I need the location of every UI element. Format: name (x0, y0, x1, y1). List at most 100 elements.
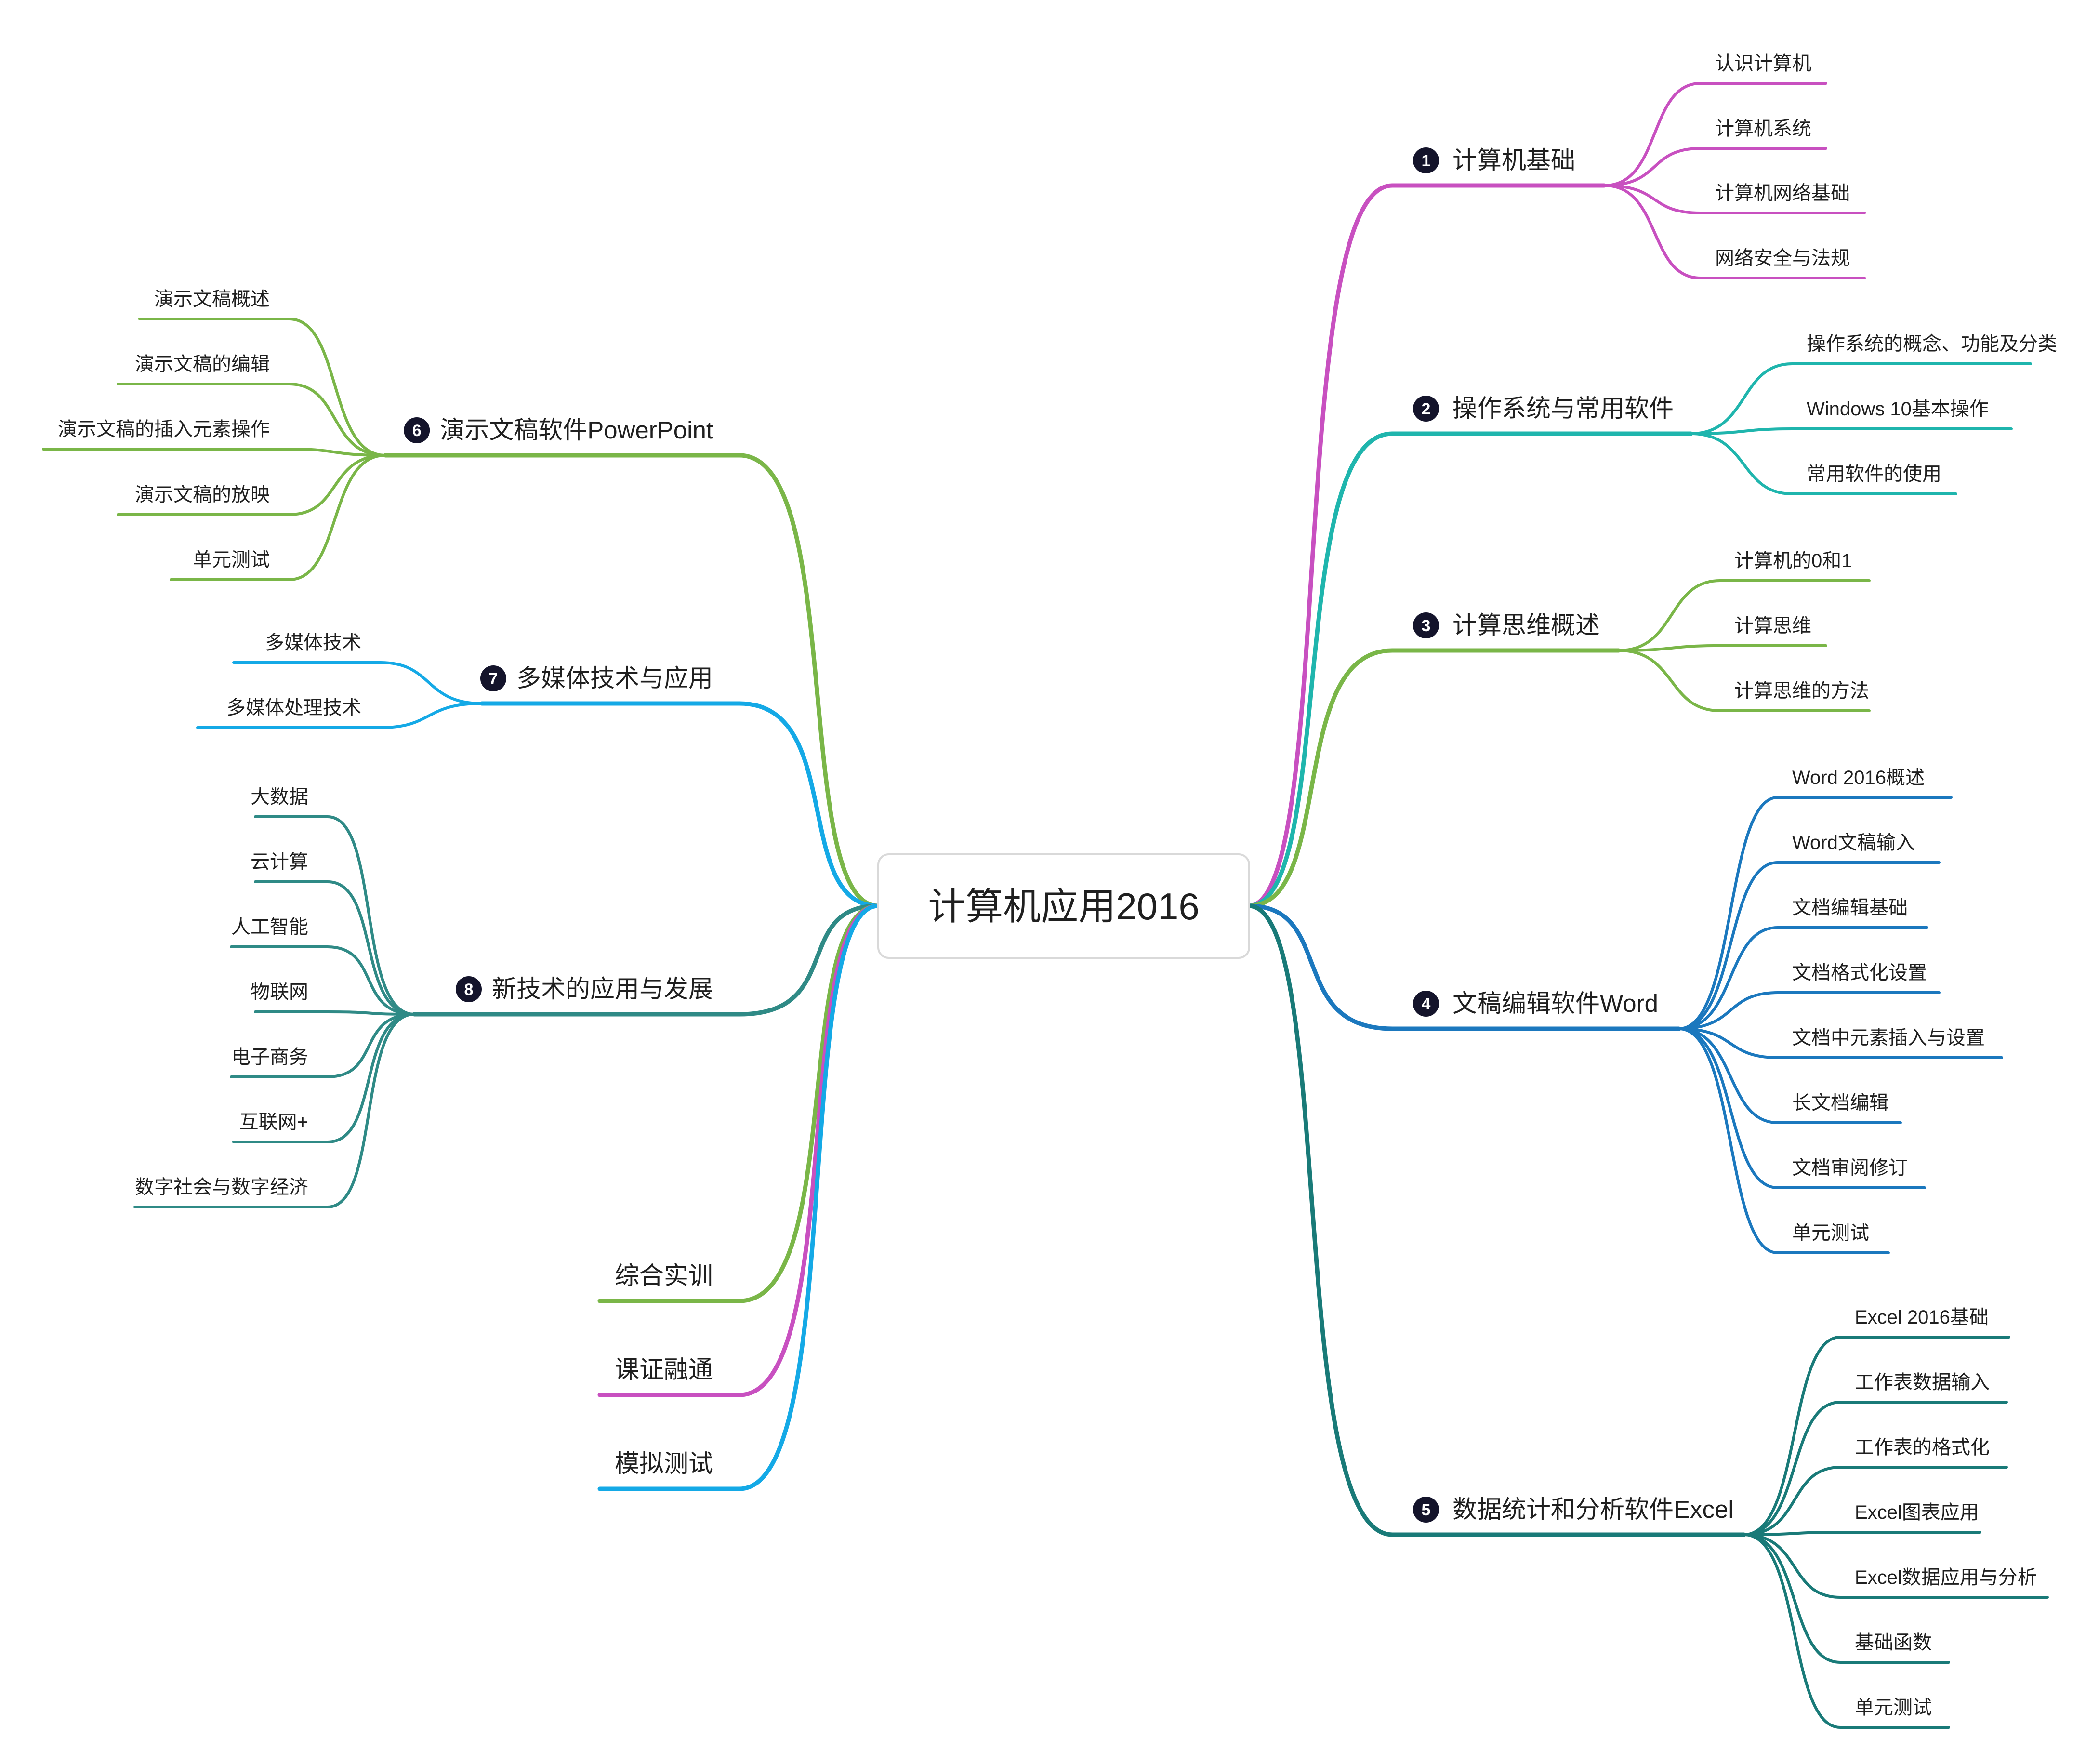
sub-topic-label[interactable]: 计算机系统 (1715, 118, 1811, 139)
sub-topic-label[interactable]: 电子商务 (231, 1047, 308, 1068)
sub-branch-connector (1743, 1533, 2049, 1599)
number-badge-label: 1 (1422, 152, 1431, 170)
sub-topic-label[interactable]: Excel 2016基础 (1855, 1307, 1989, 1328)
sub-topic-label[interactable]: 长文档编辑 (1792, 1092, 1888, 1114)
sub-topic-label[interactable]: 云计算 (251, 851, 308, 873)
sub-topic-label[interactable]: Windows 10基本操作 (1807, 398, 1989, 420)
main-topic-1[interactable]: 1 计算机基础 (1413, 146, 1575, 174)
sub-branch-connector (1677, 991, 1941, 1030)
sub-topic-label[interactable]: 多媒体技术 (265, 632, 361, 653)
sub-branch-connector (1677, 926, 1928, 1030)
main-branch-connector (1246, 903, 1395, 1537)
sub-topic-label[interactable]: 认识计算机 (1715, 53, 1811, 74)
sub-topic-label[interactable]: 计算机的0和1 (1734, 550, 1852, 571)
sub-topic-label[interactable]: 演示文稿概述 (154, 289, 270, 310)
root-node-label: 计算机应用2016 (928, 885, 1200, 928)
number-badge (1413, 1497, 1439, 1523)
sub-topic-label[interactable]: 工作表的格式化 (1855, 1437, 1990, 1458)
main-topic-9[interactable]: 综合实训 (615, 1262, 713, 1289)
branch-connectors (42, 82, 2049, 1729)
sub-topic-label[interactable]: 计算机网络基础 (1715, 183, 1850, 204)
root-node-box (877, 853, 1250, 959)
main-branch-connector (737, 903, 881, 1491)
sub-topic-label[interactable]: 互联网+ (239, 1112, 308, 1133)
sub-topic-label[interactable]: 文档审阅修订 (1792, 1157, 1908, 1179)
sub-topic-label[interactable]: 计算思维的方法 (1734, 680, 1869, 702)
sub-branch-connector (230, 1013, 416, 1078)
sub-branch-connector (1617, 644, 1827, 652)
sub-branch-connector (254, 815, 416, 1016)
main-branch-connector (737, 701, 881, 908)
sub-branch-connector (232, 661, 483, 705)
sub-topic-label[interactable]: 单元测试 (1855, 1697, 1932, 1718)
sub-branch-connector (1677, 1027, 1926, 1189)
main-topic-5[interactable]: 5 数据统计和分析软件Excel (1413, 1496, 1734, 1523)
sub-branch-connector (1677, 796, 1953, 1030)
main-branch-connector (737, 903, 881, 1017)
sub-topic-label[interactable]: Excel图表应用 (1855, 1502, 1979, 1523)
number-badge-label: 3 (1422, 617, 1431, 635)
main-branch-connector (1246, 648, 1395, 908)
sub-topic-label[interactable]: Word文稿输入 (1792, 832, 1915, 853)
main-branch-connector (1246, 183, 1395, 908)
number-badge (455, 976, 482, 1002)
sub-branch-connector (254, 880, 416, 1016)
sub-topic-label[interactable]: 大数据 (251, 786, 308, 808)
sub-topic-label[interactable]: 文档中元素插入与设置 (1792, 1027, 1985, 1048)
sub-topic-label[interactable]: 单元测试 (193, 549, 270, 570)
main-topic-label: 文稿编辑软件Word (1452, 990, 1658, 1017)
sub-branch-connector (138, 318, 387, 457)
sub-topic-label[interactable]: 工作表数据输入 (1855, 1372, 1990, 1393)
sub-topic-label[interactable]: 数字社会与数字经济 (135, 1177, 308, 1198)
sub-topic-label[interactable]: 文档格式化设置 (1792, 962, 1927, 983)
sub-branch-connector (1743, 1336, 2010, 1536)
sub-branch-connector (1677, 1027, 2003, 1059)
main-topic-11[interactable]: 模拟测试 (615, 1450, 713, 1477)
sub-topic-label[interactable]: 网络安全与法规 (1715, 248, 1850, 269)
sub-branch-connector (1603, 184, 1866, 214)
number-badge-label: 2 (1422, 400, 1431, 418)
sub-branch-connector (254, 1010, 416, 1016)
sub-branch-connector (1617, 649, 1871, 712)
sub-topic-label[interactable]: 演示文稿的放映 (135, 484, 270, 505)
sub-topic-label[interactable]: 基础函数 (1855, 1632, 1932, 1653)
number-badge-label: 8 (464, 981, 474, 999)
sub-topic-label[interactable]: Word 2016概述 (1792, 767, 1925, 788)
sub-branch-connector (232, 1013, 416, 1143)
sub-topic-label[interactable]: 多媒体处理技术 (226, 697, 361, 718)
sub-branch-connector (196, 702, 483, 729)
number-badge-label: 5 (1422, 1501, 1431, 1519)
sub-branch-connector (1603, 147, 1827, 187)
sub-topic-label[interactable]: 文档编辑基础 (1792, 897, 1908, 918)
main-topic-10[interactable]: 课证融通 (615, 1356, 713, 1383)
sub-branch-connector (133, 1013, 416, 1208)
sub-topic-label[interactable]: 常用软件的使用 (1807, 464, 1941, 485)
main-topic-label: 数据统计和分析软件Excel (1452, 1496, 1734, 1523)
sub-topic-label[interactable]: 计算思维 (1734, 615, 1811, 637)
main-topic-label: 计算机基础 (1452, 146, 1575, 174)
sub-topic-label[interactable]: Excel数据应用与分析 (1855, 1567, 2037, 1588)
sub-branch-connector (117, 454, 387, 516)
sub-branch-connector (1677, 1027, 1902, 1124)
main-branch-connector (737, 453, 881, 908)
main-topic-label: 多媒体技术与应用 (516, 664, 713, 692)
sub-branch-connector (1743, 1466, 2008, 1536)
sub-topic-label[interactable]: 演示文稿的插入元素操作 (58, 419, 270, 440)
main-branch-connector (1246, 903, 1395, 1031)
sub-topic-label[interactable]: 单元测试 (1792, 1222, 1869, 1244)
number-badge (1413, 612, 1439, 638)
sub-topic-label[interactable]: 物联网 (251, 981, 308, 1003)
sub-topic-label[interactable]: 人工智能 (231, 916, 308, 938)
root-node[interactable]: 计算机应用2016 (877, 853, 1250, 959)
sub-topic-label[interactable]: 操作系统的概念、功能及分类 (1807, 333, 2057, 355)
sub-branch-connector (1690, 427, 2013, 435)
sub-branch-connector (230, 945, 416, 1016)
sub-topic-label[interactable]: 演示文稿的编辑 (135, 354, 270, 375)
